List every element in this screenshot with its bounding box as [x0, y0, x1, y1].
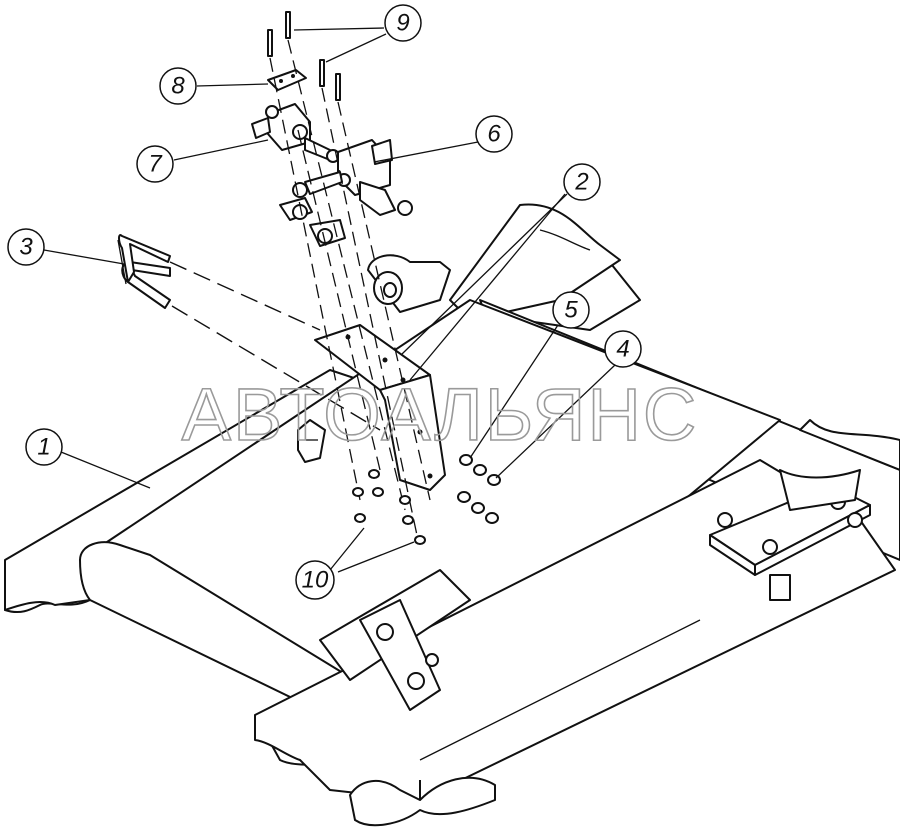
callout-6: 6 [475, 115, 513, 153]
callout-9: 9 [384, 4, 422, 42]
callout-4: 4 [604, 330, 642, 368]
clamp-plate-right [709, 469, 871, 601]
crossbar-tube [319, 569, 471, 711]
callout-1-label: 1 [37, 434, 50, 461]
watermark-text: АВТОАЛЬЯНС [182, 373, 699, 456]
callout-1: 1 [25, 428, 63, 466]
fastener-axes [269, 39, 431, 541]
callout-8-label: 8 [171, 73, 185, 100]
callout-6-label: 6 [487, 121, 501, 148]
nuts-item-10 [352, 469, 426, 545]
bearing-housing [367, 254, 451, 313]
callout-5: 5 [552, 291, 590, 329]
callout-2-label: 2 [574, 169, 588, 196]
callout-3: 3 [7, 228, 45, 266]
callout-8: 8 [159, 67, 197, 105]
u-bolt-axis-upper [169, 261, 321, 331]
callout-3-label: 3 [19, 234, 33, 261]
callout-10: 10 [295, 560, 335, 600]
rail-clip [297, 419, 326, 463]
plate-item-8 [267, 69, 307, 91]
callout-5-label: 5 [564, 297, 578, 324]
valve-assembly [251, 103, 413, 247]
callout-7: 7 [136, 145, 174, 183]
callout-9-label: 9 [396, 10, 409, 37]
callout-10-label: 10 [302, 567, 329, 594]
callout-7-label: 7 [148, 151, 163, 178]
u-bolt-item-3 [117, 234, 171, 309]
callout-2: 2 [563, 163, 601, 201]
leader-lines [43, 27, 616, 573]
u-bolt-axis-lower [171, 305, 381, 431]
bolts-item-9 [267, 11, 341, 101]
callout-4-label: 4 [616, 336, 629, 363]
